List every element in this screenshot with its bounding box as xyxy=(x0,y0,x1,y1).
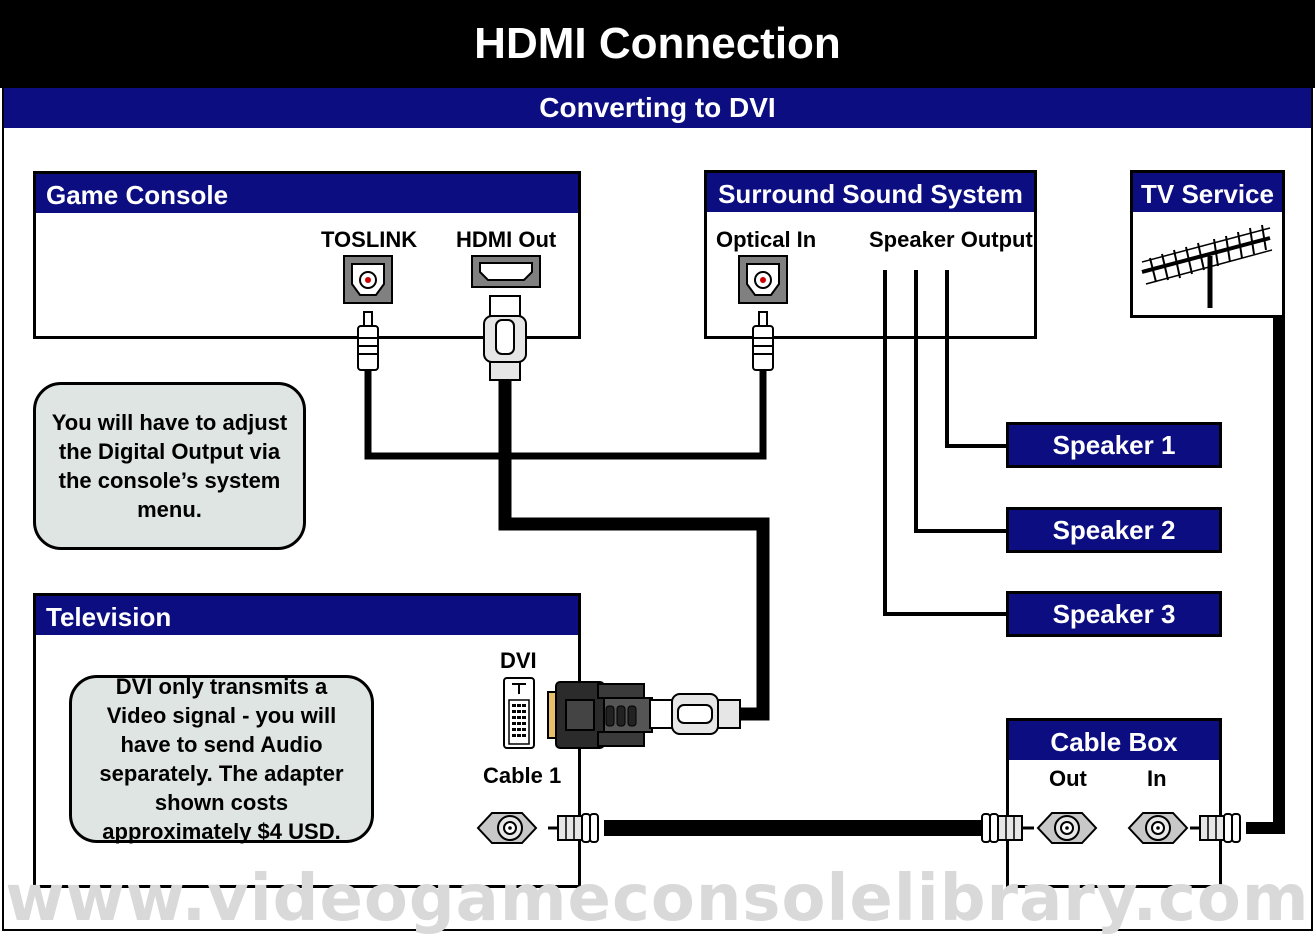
hdmi-cable xyxy=(498,378,770,721)
hdmi-plug-console-icon xyxy=(483,295,527,381)
optical-in-label: Optical In xyxy=(716,227,817,252)
coax-plug-tv-icon xyxy=(548,813,599,843)
tv-service-header: TV Service xyxy=(1133,173,1282,215)
cable-box: Cable Box xyxy=(1006,718,1222,888)
coax-plug-cablebox-in-icon xyxy=(1190,813,1241,843)
coax-port-cable1-icon xyxy=(476,812,538,844)
antenna-icon xyxy=(1141,224,1273,308)
toslink-plug-surround-icon xyxy=(752,311,774,371)
cable-box-in-label: In xyxy=(1147,766,1167,791)
dvi-port-icon xyxy=(503,677,535,749)
watermark-text: www.videogameconsolelibrary.com xyxy=(5,862,1310,936)
page-title: HDMI Connection xyxy=(0,0,1315,88)
coax-port-cablebox-out-icon xyxy=(1036,812,1098,844)
speaker-2-box: Speaker 2 xyxy=(1006,507,1222,553)
dvi-adapter-icon xyxy=(547,681,653,749)
diagram-frame xyxy=(2,86,1313,931)
cable-box-out-label: Out xyxy=(1049,766,1087,791)
dvi-label: DVI xyxy=(500,648,537,673)
cable-box-header: Cable Box xyxy=(1009,721,1219,763)
speaker-wire-2 xyxy=(914,270,1006,533)
speaker-wire-1 xyxy=(945,270,1006,448)
console-note-text: You will have to adjust the Digital Outp… xyxy=(51,410,288,522)
tv-service-box: TV Service xyxy=(1130,170,1285,318)
tv-note-text: DVI only transmits a Video signal - you … xyxy=(99,674,344,844)
toslink-port-icon xyxy=(343,255,393,304)
surround-sound-header: Surround Sound System xyxy=(707,173,1034,215)
hdmi-plug-tv-icon xyxy=(649,693,741,735)
hdmi-port-icon xyxy=(471,255,541,288)
optical-in-port-icon xyxy=(738,255,788,304)
tv-note: DVI only transmits a Video signal - you … xyxy=(69,674,374,844)
television-header: Television xyxy=(36,596,578,638)
hdmi-out-label: HDMI Out xyxy=(456,227,557,252)
optical-cable xyxy=(364,368,767,460)
toslink-label: TOSLINK xyxy=(321,227,418,252)
page-subtitle: Converting to DVI xyxy=(4,88,1311,130)
surround-sound-box: Surround Sound System xyxy=(704,170,1037,339)
speaker-wire-3 xyxy=(883,270,1006,616)
game-console-header: Game Console xyxy=(36,174,578,216)
console-note: You will have to adjust the Digital Outp… xyxy=(33,382,306,550)
speaker-3-box: Speaker 3 xyxy=(1006,591,1222,637)
coax-port-cablebox-in-icon xyxy=(1127,812,1189,844)
toslink-plug-console-icon xyxy=(357,311,379,371)
cable1-label: Cable 1 xyxy=(483,763,562,788)
speaker-output-label: Speaker Output xyxy=(869,227,1033,252)
coax-plug-cablebox-out-icon xyxy=(981,813,1034,843)
speaker-1-box: Speaker 1 xyxy=(1006,422,1222,468)
coax-cable-antenna xyxy=(1246,316,1285,834)
